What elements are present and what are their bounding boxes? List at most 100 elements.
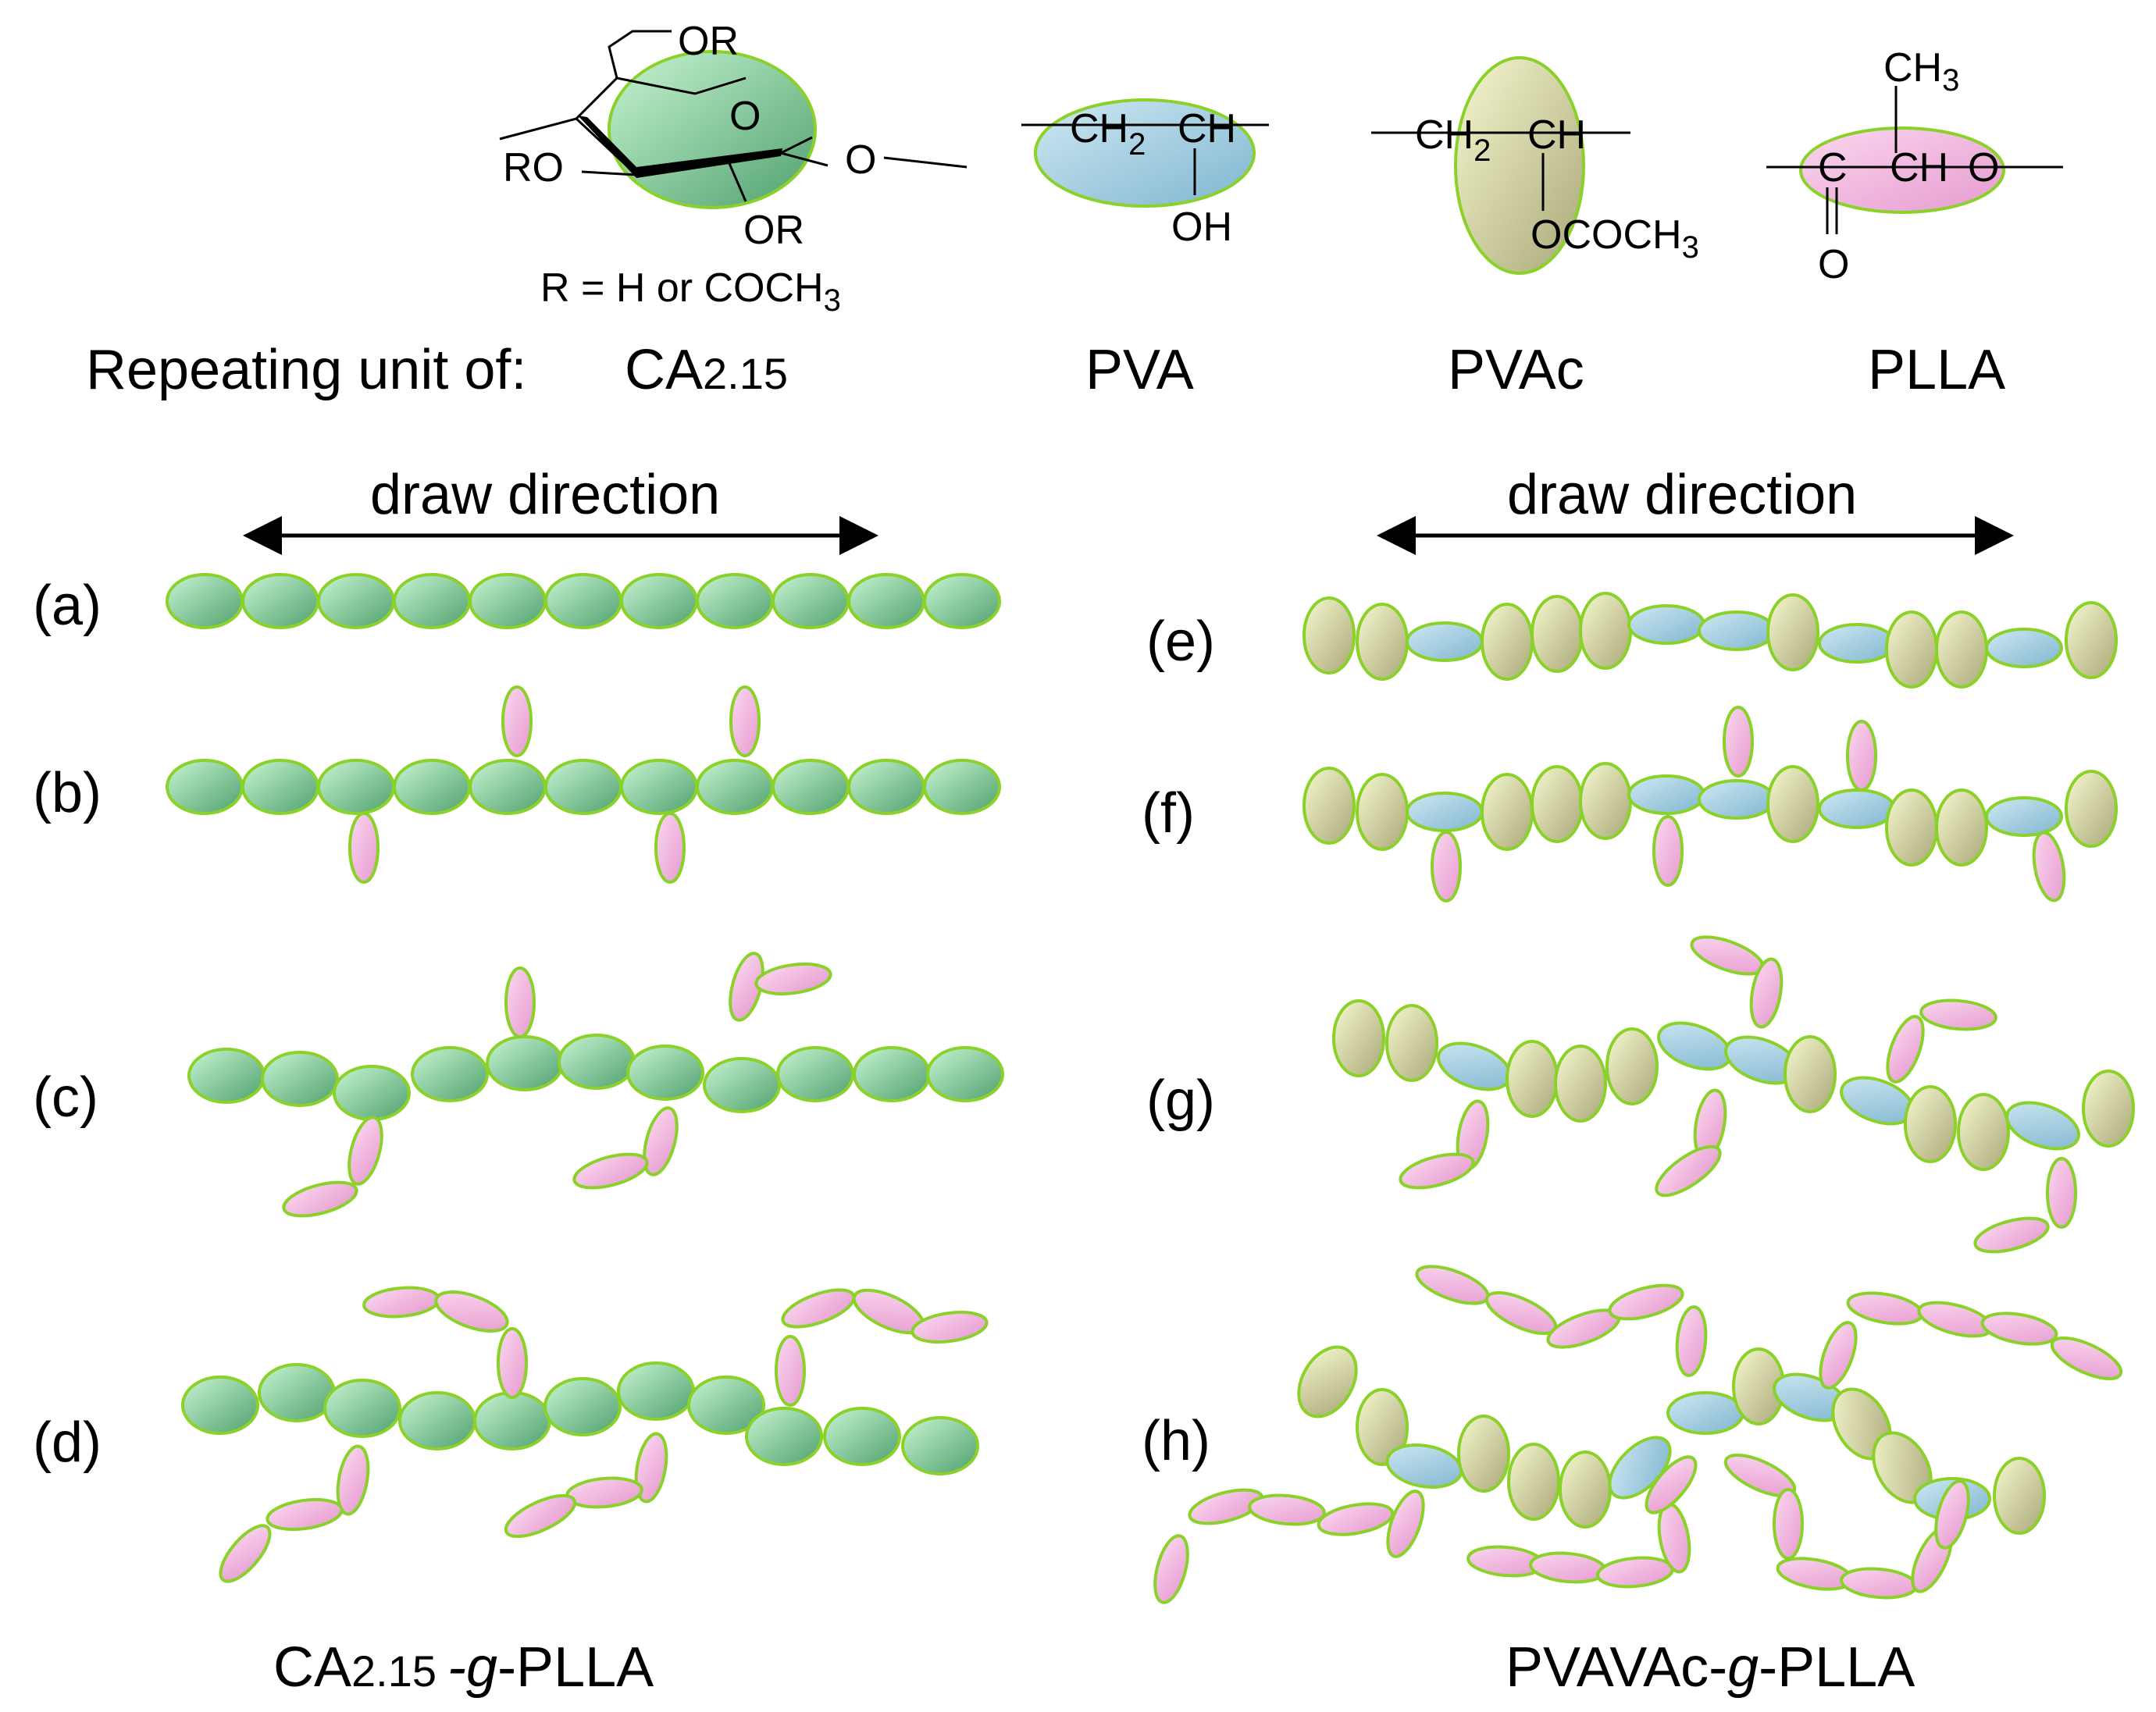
ca-unit-ellipse (469, 573, 547, 629)
ca-unit-ellipse (241, 573, 319, 629)
right-caption: PVAVAc-g-PLLA (1506, 1636, 1915, 1699)
ca-unit-ellipse (772, 573, 850, 629)
pvac-unit-ellipse (2082, 1070, 2135, 1148)
pvac-unit-ellipse (1506, 1040, 1559, 1118)
plla-unit-ellipse (1776, 1557, 1854, 1591)
ca-unit-ellipse (626, 1045, 704, 1101)
plla-unit-ellipse (654, 812, 686, 884)
ca-unit-ellipse (772, 759, 850, 815)
plla-unit-ellipse (911, 1310, 989, 1344)
plla-unit-ellipse (729, 685, 761, 757)
pvac-unit-ellipse (1454, 56, 1585, 275)
label-d: (d) (33, 1411, 102, 1474)
ca-structure: OR O RO OR O R = H or COCH3 (499, 19, 968, 318)
plla-unit-ellipse (434, 1290, 509, 1333)
pvac-unit-ellipse (1481, 773, 1534, 851)
ca-unit-ellipse (323, 1379, 401, 1438)
plla-unit-ellipse (336, 1444, 370, 1516)
pvac-unit-ellipse (1885, 788, 1938, 867)
plla-unit-ellipse (1886, 1015, 1925, 1084)
ca-unit-ellipse (393, 573, 471, 629)
pvac-unit-ellipse (1332, 999, 1385, 1077)
pvac-unit-ellipse (1385, 1004, 1438, 1082)
plla-unit-ellipse (501, 685, 533, 757)
plla-carbonyl-o: O (1818, 242, 1849, 287)
pvac-unit-ellipse (1356, 773, 1409, 851)
ca-unit-ellipse (166, 759, 244, 815)
plla-unit-ellipse (572, 1152, 649, 1190)
plla-unit-ellipse (1415, 1265, 1490, 1305)
pvac-ch: CH (1527, 112, 1586, 158)
pvac-ch2: CH2 (1415, 112, 1491, 168)
plla-unit-ellipse (643, 1106, 679, 1176)
pvac-unit-ellipse (1605, 1027, 1659, 1105)
plla-unit-ellipse (1675, 1305, 1708, 1377)
left-caption: CA2.15-g-PLLA (273, 1636, 654, 1699)
ca-o-right: O (845, 137, 876, 183)
right-draw-direction-label: draw direction (1507, 464, 1857, 526)
plla-unit-ellipse (1846, 1291, 1924, 1326)
pvac-unit-ellipse (1531, 595, 1584, 673)
ca-unit-ellipse (333, 1065, 411, 1121)
pva-structure: CH2 CH OH (1021, 98, 1269, 250)
pvac-unit-ellipse (1885, 610, 1938, 689)
plla-unit-ellipse (219, 1524, 272, 1583)
plla-ch3: CH3 (1883, 45, 1959, 98)
ca-unit-ellipse (258, 1363, 336, 1422)
pva-unit-ellipse (1034, 98, 1256, 208)
plla-unit-ellipse (634, 1432, 668, 1504)
plla-unit-ellipse (1596, 1556, 1674, 1589)
pva-unit-ellipse (2005, 1101, 2080, 1151)
ca-unit-ellipse (261, 1051, 339, 1107)
plla-unit-ellipse (1431, 831, 1462, 902)
ca-unit-ellipse (847, 573, 925, 629)
pva-unit-ellipse (1818, 788, 1896, 829)
ca-unit-ellipse (558, 1034, 636, 1090)
plla-unit-ellipse (1317, 1502, 1395, 1536)
ca-unit-ellipse (847, 759, 925, 815)
plla-unit-ellipse (1153, 1534, 1189, 1604)
ca-unit-ellipse (543, 1377, 622, 1436)
label-e: (e) (1146, 610, 1215, 673)
label-c: (c) (33, 1066, 98, 1129)
pvac-unit-ellipse (1554, 1045, 1607, 1123)
polymer-chain-ellipses (166, 573, 2135, 1604)
plla-unit-ellipse (265, 1497, 344, 1532)
pvac-unit-ellipse (1766, 593, 1819, 671)
pva-ch2: CH2 (1070, 106, 1146, 162)
pvac-unit-name: PVAc (1448, 339, 1584, 401)
plla-o: O (1968, 145, 1999, 190)
plla-unit-ellipse (1608, 1283, 1684, 1321)
plla-unit-ellipse (1749, 957, 1784, 1029)
plla-unit-ellipse (1248, 1493, 1326, 1526)
ca-unit-ellipse (317, 759, 395, 815)
plla-unit-ellipse (504, 1493, 577, 1539)
plla-unit-ellipse (1846, 720, 1877, 792)
pvac-unit-ellipse (2065, 601, 2118, 679)
plla-unit-ellipse (1386, 1490, 1425, 1558)
plla-unit-ellipse (1655, 1144, 1722, 1198)
plla-unit-ellipse (1973, 1216, 2050, 1254)
ca-unit-ellipse (166, 573, 244, 629)
pvac-unit-ellipse (1935, 788, 1988, 867)
ca-unit-ellipse (473, 1391, 551, 1450)
pva-unit-ellipse (1818, 623, 1896, 664)
pvac-unit-ellipse (1507, 1443, 1560, 1521)
pvac-unit-ellipse (1559, 1450, 1612, 1529)
ca-unit-ellipse (469, 759, 547, 815)
plla-unit-ellipse (565, 1476, 643, 1509)
ca-unit-ellipse (617, 1361, 695, 1421)
plla-structure: CH3 C CH O O (1766, 45, 2063, 287)
pvac-unit-ellipse (2065, 770, 2118, 848)
plla-unit-ellipse (781, 1288, 856, 1329)
plla-unit-ellipse (1840, 1567, 1918, 1600)
pvac-structure: CH2 CH OCOCH3 (1371, 56, 1699, 275)
ca-unit-ellipse (486, 1035, 564, 1091)
plla-unit-ellipse (348, 812, 380, 884)
pva-unit-ellipse (1698, 779, 1776, 820)
pva-unit-ellipse (1657, 1021, 1732, 1071)
ca-unit-ellipse (696, 573, 774, 629)
plla-unit-ellipse (2046, 1157, 2077, 1229)
plla-unit-name: PLLA (1868, 339, 2005, 401)
